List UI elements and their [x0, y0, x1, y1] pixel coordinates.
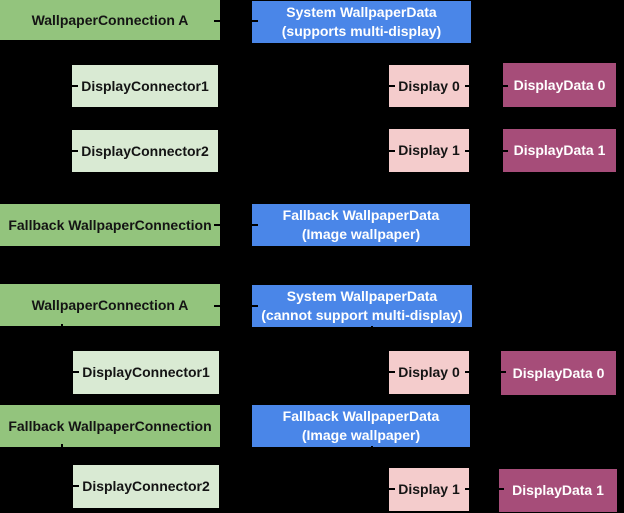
node-label: DisplayData 1	[512, 482, 604, 498]
connector-segment	[371, 446, 373, 490]
node-display-data-0b: DisplayData 0	[501, 351, 616, 395]
node-label: Display 0	[398, 364, 460, 380]
node-label: System WallpaperData	[286, 288, 438, 304]
connector-segment	[214, 20, 258, 22]
node-display-1a: Display 1	[389, 129, 469, 172]
connector-segment	[371, 43, 373, 151]
connector-segment	[465, 371, 506, 373]
node-sublabel: (cannot support multi-display)	[261, 307, 463, 323]
connector-segment	[371, 85, 395, 87]
node-display-connector-2a: DisplayConnector2	[72, 130, 218, 172]
connector-segment	[465, 488, 504, 490]
connector-segment	[371, 371, 395, 373]
node-display-data-1a: DisplayData 1	[503, 129, 616, 172]
connector-segment	[35, 150, 78, 152]
connector-segment	[371, 150, 395, 152]
node-display-1b: Display 1	[389, 468, 469, 511]
node-label: DisplayData 0	[512, 364, 605, 381]
node-display-connector-2b: DisplayConnector2	[73, 465, 219, 508]
connector-segment	[61, 444, 63, 487]
connector-segment	[465, 150, 508, 152]
node-wallpaper-connection-a-1: WallpaperConnection A	[0, 0, 220, 40]
connector-segment	[35, 85, 78, 87]
node-label: WallpaperConnection A	[31, 296, 189, 313]
node-label: Display 0	[398, 77, 460, 94]
node-fallback-wallpaper-connection-1: Fallback WallpaperConnection	[0, 204, 220, 246]
node-fallback-wallpaper-connection-2: Fallback WallpaperConnection	[0, 405, 220, 447]
node-sublabel: (Image wallpaper)	[301, 226, 421, 242]
node-label: Fallback WallpaperConnection	[8, 216, 212, 233]
node-sublabel: (supports multi-display)	[281, 23, 442, 39]
node-display-0a: Display 0	[389, 65, 469, 107]
node-display-0b: Display 0	[389, 351, 469, 394]
node-label: DisplayConnector2	[81, 142, 209, 159]
node-label: Fallback WallpaperConnection	[8, 417, 212, 434]
node-display-connector-1a: DisplayConnector1	[72, 65, 218, 107]
node-label: Display 1	[398, 142, 460, 158]
node-display-data-1b: DisplayData 1	[499, 469, 617, 512]
connector-segment	[371, 326, 373, 373]
node-label: Fallback WallpaperData	[282, 207, 440, 223]
connector-segment	[214, 305, 258, 307]
node-system-wallpaper-data-single: System WallpaperData (cannot support mul…	[252, 285, 472, 327]
node-sublabel: (Image wallpaper)	[301, 427, 421, 443]
connector-segment	[61, 324, 63, 373]
connector-segment	[465, 85, 508, 87]
node-system-wallpaper-data-multi: System WallpaperData (supports multi-dis…	[252, 1, 471, 43]
node-label: DisplayData 0	[513, 76, 606, 93]
node-label: DisplayConnector1	[81, 77, 209, 94]
connector-segment	[35, 40, 37, 152]
connector-segment	[214, 224, 258, 226]
connector-segment	[371, 488, 395, 490]
node-label: Fallback WallpaperData	[282, 408, 440, 424]
node-label: DisplayConnector1	[82, 364, 210, 380]
node-label: DisplayConnector2	[82, 478, 210, 494]
node-label: WallpaperConnection A	[31, 11, 189, 28]
node-display-data-0a: DisplayData 0	[503, 63, 616, 107]
node-display-connector-1b: DisplayConnector1	[73, 351, 219, 394]
connector-segment	[61, 371, 79, 373]
node-fallback-wallpaper-data-1: Fallback WallpaperData (Image wallpaper)	[252, 204, 470, 246]
connector-segment	[61, 485, 79, 487]
node-label: Display 1	[398, 481, 460, 497]
node-wallpaper-connection-a-2: WallpaperConnection A	[0, 284, 220, 326]
node-label: System WallpaperData	[286, 4, 437, 20]
node-label: DisplayData 1	[513, 142, 606, 158]
node-fallback-wallpaper-data-2: Fallback WallpaperData (Image wallpaper)	[252, 405, 470, 447]
